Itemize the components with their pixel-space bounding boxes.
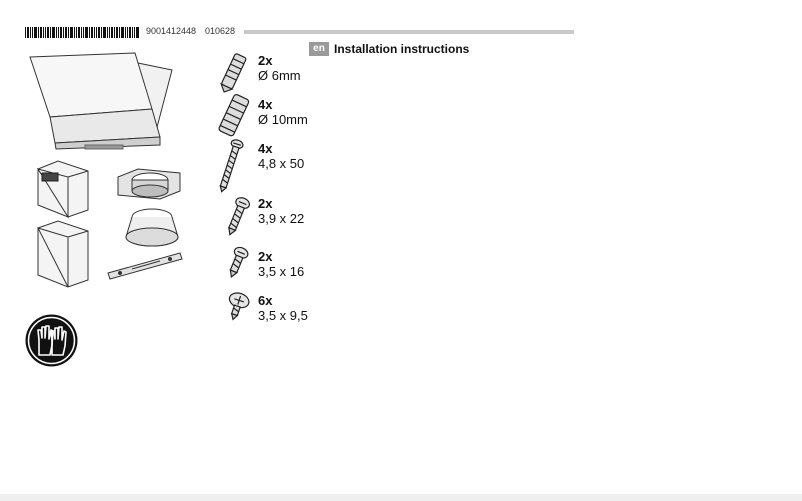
part-dimension: 4,8 x 50 bbox=[258, 156, 305, 171]
short-screw-icon bbox=[229, 246, 249, 279]
barcode bbox=[25, 27, 139, 38]
part-item: 2x 3,5 x 16 bbox=[258, 249, 304, 279]
document-number: 9001412448 bbox=[146, 26, 197, 36]
part-quantity: 4x bbox=[258, 97, 273, 112]
page-title: Installation instructions bbox=[334, 42, 470, 56]
language-badge: en bbox=[309, 42, 329, 56]
long-screw-icon bbox=[219, 139, 244, 193]
chimney-lower bbox=[37, 220, 89, 288]
part-item: 2x 3,9 x 22 bbox=[258, 196, 304, 226]
part-dimension: 3,5 x 9,5 bbox=[258, 308, 308, 323]
part-dimension: 3,9 x 22 bbox=[258, 211, 305, 226]
wall-plug-icon bbox=[220, 53, 247, 93]
part-dimension: Ø 6mm bbox=[258, 68, 301, 83]
part-item: 4x 4,8 x 50 bbox=[258, 141, 304, 171]
part-quantity: 6x bbox=[258, 293, 273, 308]
hood-components-illustration bbox=[29, 52, 183, 288]
mounting-bracket bbox=[107, 252, 183, 280]
document-date-code: 010628 bbox=[205, 26, 236, 36]
hood-front-panel bbox=[29, 52, 153, 118]
part-dimension: 3,5 x 16 bbox=[258, 264, 305, 279]
header-rule bbox=[244, 30, 574, 34]
part-quantity: 2x bbox=[258, 196, 273, 211]
washer-screw-icon bbox=[228, 292, 250, 321]
screw-icon bbox=[228, 197, 250, 236]
part-quantity: 4x bbox=[258, 141, 273, 156]
part-dimension: Ø 10mm bbox=[258, 112, 308, 127]
part-quantity: 2x bbox=[258, 53, 273, 68]
page-footer-strip bbox=[0, 494, 802, 501]
part-item: 2x Ø 6mm bbox=[258, 53, 301, 83]
protective-gloves-icon bbox=[25, 314, 78, 367]
wall-plug-icon bbox=[218, 94, 250, 137]
part-item: 4x Ø 10mm bbox=[258, 97, 308, 127]
part-item: 6x 3,5 x 9,5 bbox=[258, 293, 308, 323]
part-quantity: 2x bbox=[258, 249, 273, 264]
